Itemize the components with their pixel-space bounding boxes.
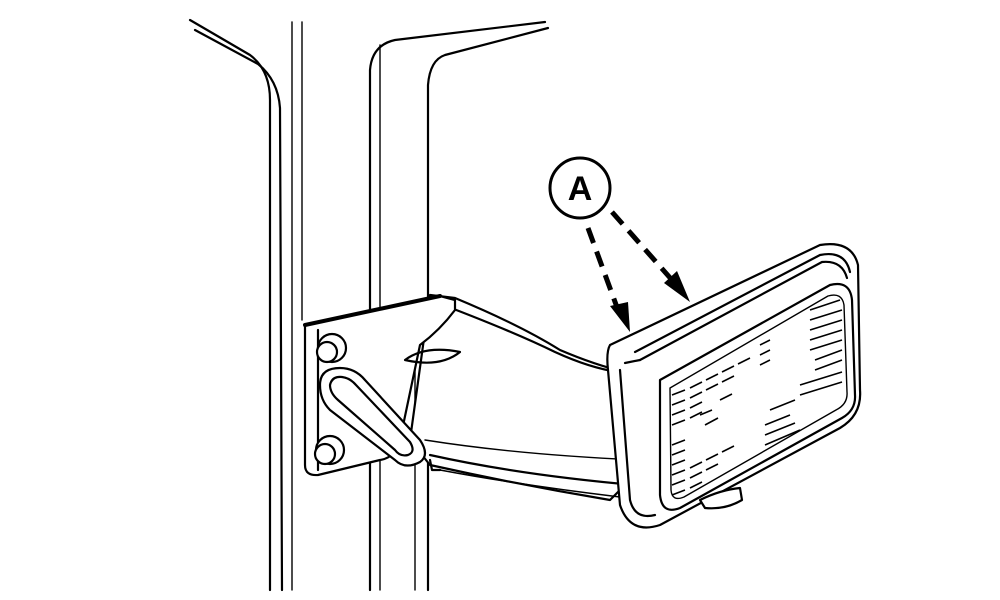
callout-a-label: A — [568, 170, 593, 208]
callout-a: A — [548, 156, 612, 220]
mounting-arm — [408, 293, 642, 502]
cab-window-frame — [188, 18, 303, 592]
adjustment-slot — [318, 366, 427, 467]
callout-a-leaders — [585, 210, 690, 332]
mounting-bolt-upper — [315, 332, 348, 364]
work-light-lens — [658, 282, 857, 511]
arrowhead-icon — [664, 271, 690, 302]
mounting-bolt-lower — [313, 434, 346, 466]
arrowhead-icon — [610, 302, 630, 332]
